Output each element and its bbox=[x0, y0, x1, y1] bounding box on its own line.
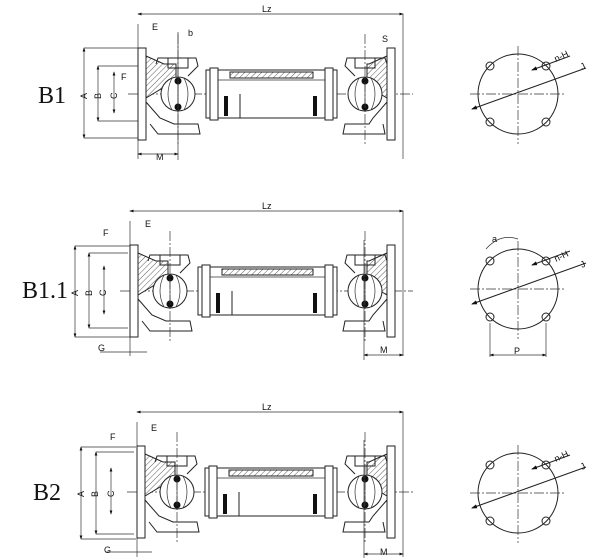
flange-plate bbox=[136, 445, 146, 539]
nh-leader bbox=[531, 250, 571, 266]
collar-left bbox=[201, 264, 211, 318]
variant-label: B2 bbox=[33, 480, 61, 506]
collar-right bbox=[324, 264, 334, 318]
j-leader bbox=[471, 466, 587, 509]
variant-b1: B1 Lz E b F A B C M S n-H J bbox=[38, 4, 587, 162]
bolt-hole bbox=[541, 516, 551, 526]
yoke-ear bbox=[155, 57, 199, 77]
dim-s: S bbox=[382, 34, 388, 44]
dim-m: M bbox=[380, 345, 388, 355]
yoke-ear bbox=[344, 254, 388, 274]
variant-label: B1.1 bbox=[22, 278, 68, 304]
nh-leader bbox=[531, 454, 571, 470]
variant-b1-1: B1.1 Lz E F A B C G M a n-H J P bbox=[22, 201, 587, 360]
flange-nh: n-H bbox=[553, 449, 570, 464]
shaft-side-view bbox=[120, 211, 413, 356]
spline-sleeve-section bbox=[221, 268, 314, 276]
seal-band bbox=[224, 96, 228, 116]
bolt-hole bbox=[485, 516, 495, 526]
collar-right bbox=[324, 67, 334, 121]
j-leader bbox=[471, 262, 587, 305]
grease-nipple bbox=[361, 77, 369, 85]
variant-b2: B2 Lz E F A B C G M n-H J bbox=[33, 402, 587, 558]
yoke-ear bbox=[344, 57, 388, 77]
flange-angle: a bbox=[492, 234, 497, 244]
variant-label: B1 bbox=[38, 83, 66, 109]
spline-sleeve-section bbox=[229, 71, 314, 79]
yoke-ear bbox=[344, 455, 388, 475]
seal-band bbox=[313, 293, 317, 313]
yoke-lower bbox=[342, 499, 388, 533]
dim-lz: Lz bbox=[262, 402, 272, 412]
collar-right bbox=[324, 465, 334, 519]
yoke-ear bbox=[154, 455, 198, 475]
flange-end-view bbox=[470, 237, 587, 357]
dim-f: F bbox=[103, 228, 109, 238]
flange-j: J bbox=[579, 259, 587, 270]
flange-nh: n-H bbox=[553, 49, 570, 64]
flange-end-view bbox=[470, 445, 587, 543]
bolt-hole bbox=[485, 61, 495, 71]
dim-g: G bbox=[98, 343, 105, 353]
yoke-lower bbox=[342, 101, 388, 135]
yoke-ear bbox=[147, 254, 191, 274]
collar-left bbox=[209, 67, 219, 121]
dim-lz: Lz bbox=[262, 201, 272, 211]
bolt-hole bbox=[485, 256, 495, 266]
flange-end-view bbox=[470, 46, 587, 144]
flange-nh: n-H bbox=[553, 249, 570, 264]
flange-plate bbox=[386, 47, 396, 141]
yoke-lower bbox=[342, 298, 388, 332]
spline-sleeve-section bbox=[228, 469, 314, 477]
seal-band bbox=[223, 494, 227, 514]
yoke-lower bbox=[137, 298, 193, 332]
dim-lz: Lz bbox=[262, 4, 272, 14]
seal-band bbox=[313, 96, 317, 116]
flange-plate bbox=[386, 445, 396, 539]
flange-plate bbox=[137, 47, 147, 141]
dim-b-diameter: B bbox=[90, 491, 100, 497]
bolt-hole bbox=[485, 460, 495, 470]
dim-b: b bbox=[188, 28, 193, 38]
dim-c: C bbox=[98, 289, 108, 296]
nh-leader bbox=[531, 55, 571, 71]
bolt-hole bbox=[485, 117, 495, 127]
seal-band bbox=[313, 494, 317, 514]
grease-nipple bbox=[361, 274, 369, 282]
shaft-side-view bbox=[128, 14, 413, 159]
dim-f: F bbox=[110, 432, 116, 442]
flange-plate bbox=[386, 244, 396, 338]
bolt-hole bbox=[541, 117, 551, 127]
dim-g: G bbox=[104, 545, 111, 555]
j-leader bbox=[471, 67, 587, 110]
angle-arc bbox=[485, 237, 519, 250]
bolt-hole bbox=[541, 312, 551, 322]
shaft-side-view bbox=[127, 412, 413, 557]
seal-band bbox=[216, 293, 220, 313]
dim-e: E bbox=[152, 22, 158, 32]
bolt-hole bbox=[485, 312, 495, 322]
flange-p: P bbox=[514, 346, 520, 356]
dim-f: F bbox=[121, 72, 127, 82]
grease-nipple bbox=[361, 475, 369, 483]
grease-nipple bbox=[166, 274, 174, 282]
yoke-lower bbox=[144, 499, 200, 533]
dim-m: M bbox=[380, 547, 388, 557]
dim-e: E bbox=[151, 423, 157, 433]
dim-m: M bbox=[156, 152, 164, 162]
flange-j: J bbox=[579, 461, 587, 472]
grease-nipple bbox=[173, 475, 181, 483]
flange-j: J bbox=[579, 61, 587, 72]
flange-plate bbox=[129, 244, 139, 338]
collar-left bbox=[208, 465, 218, 519]
yoke-lower bbox=[145, 101, 201, 135]
dim-e: E bbox=[145, 219, 151, 229]
